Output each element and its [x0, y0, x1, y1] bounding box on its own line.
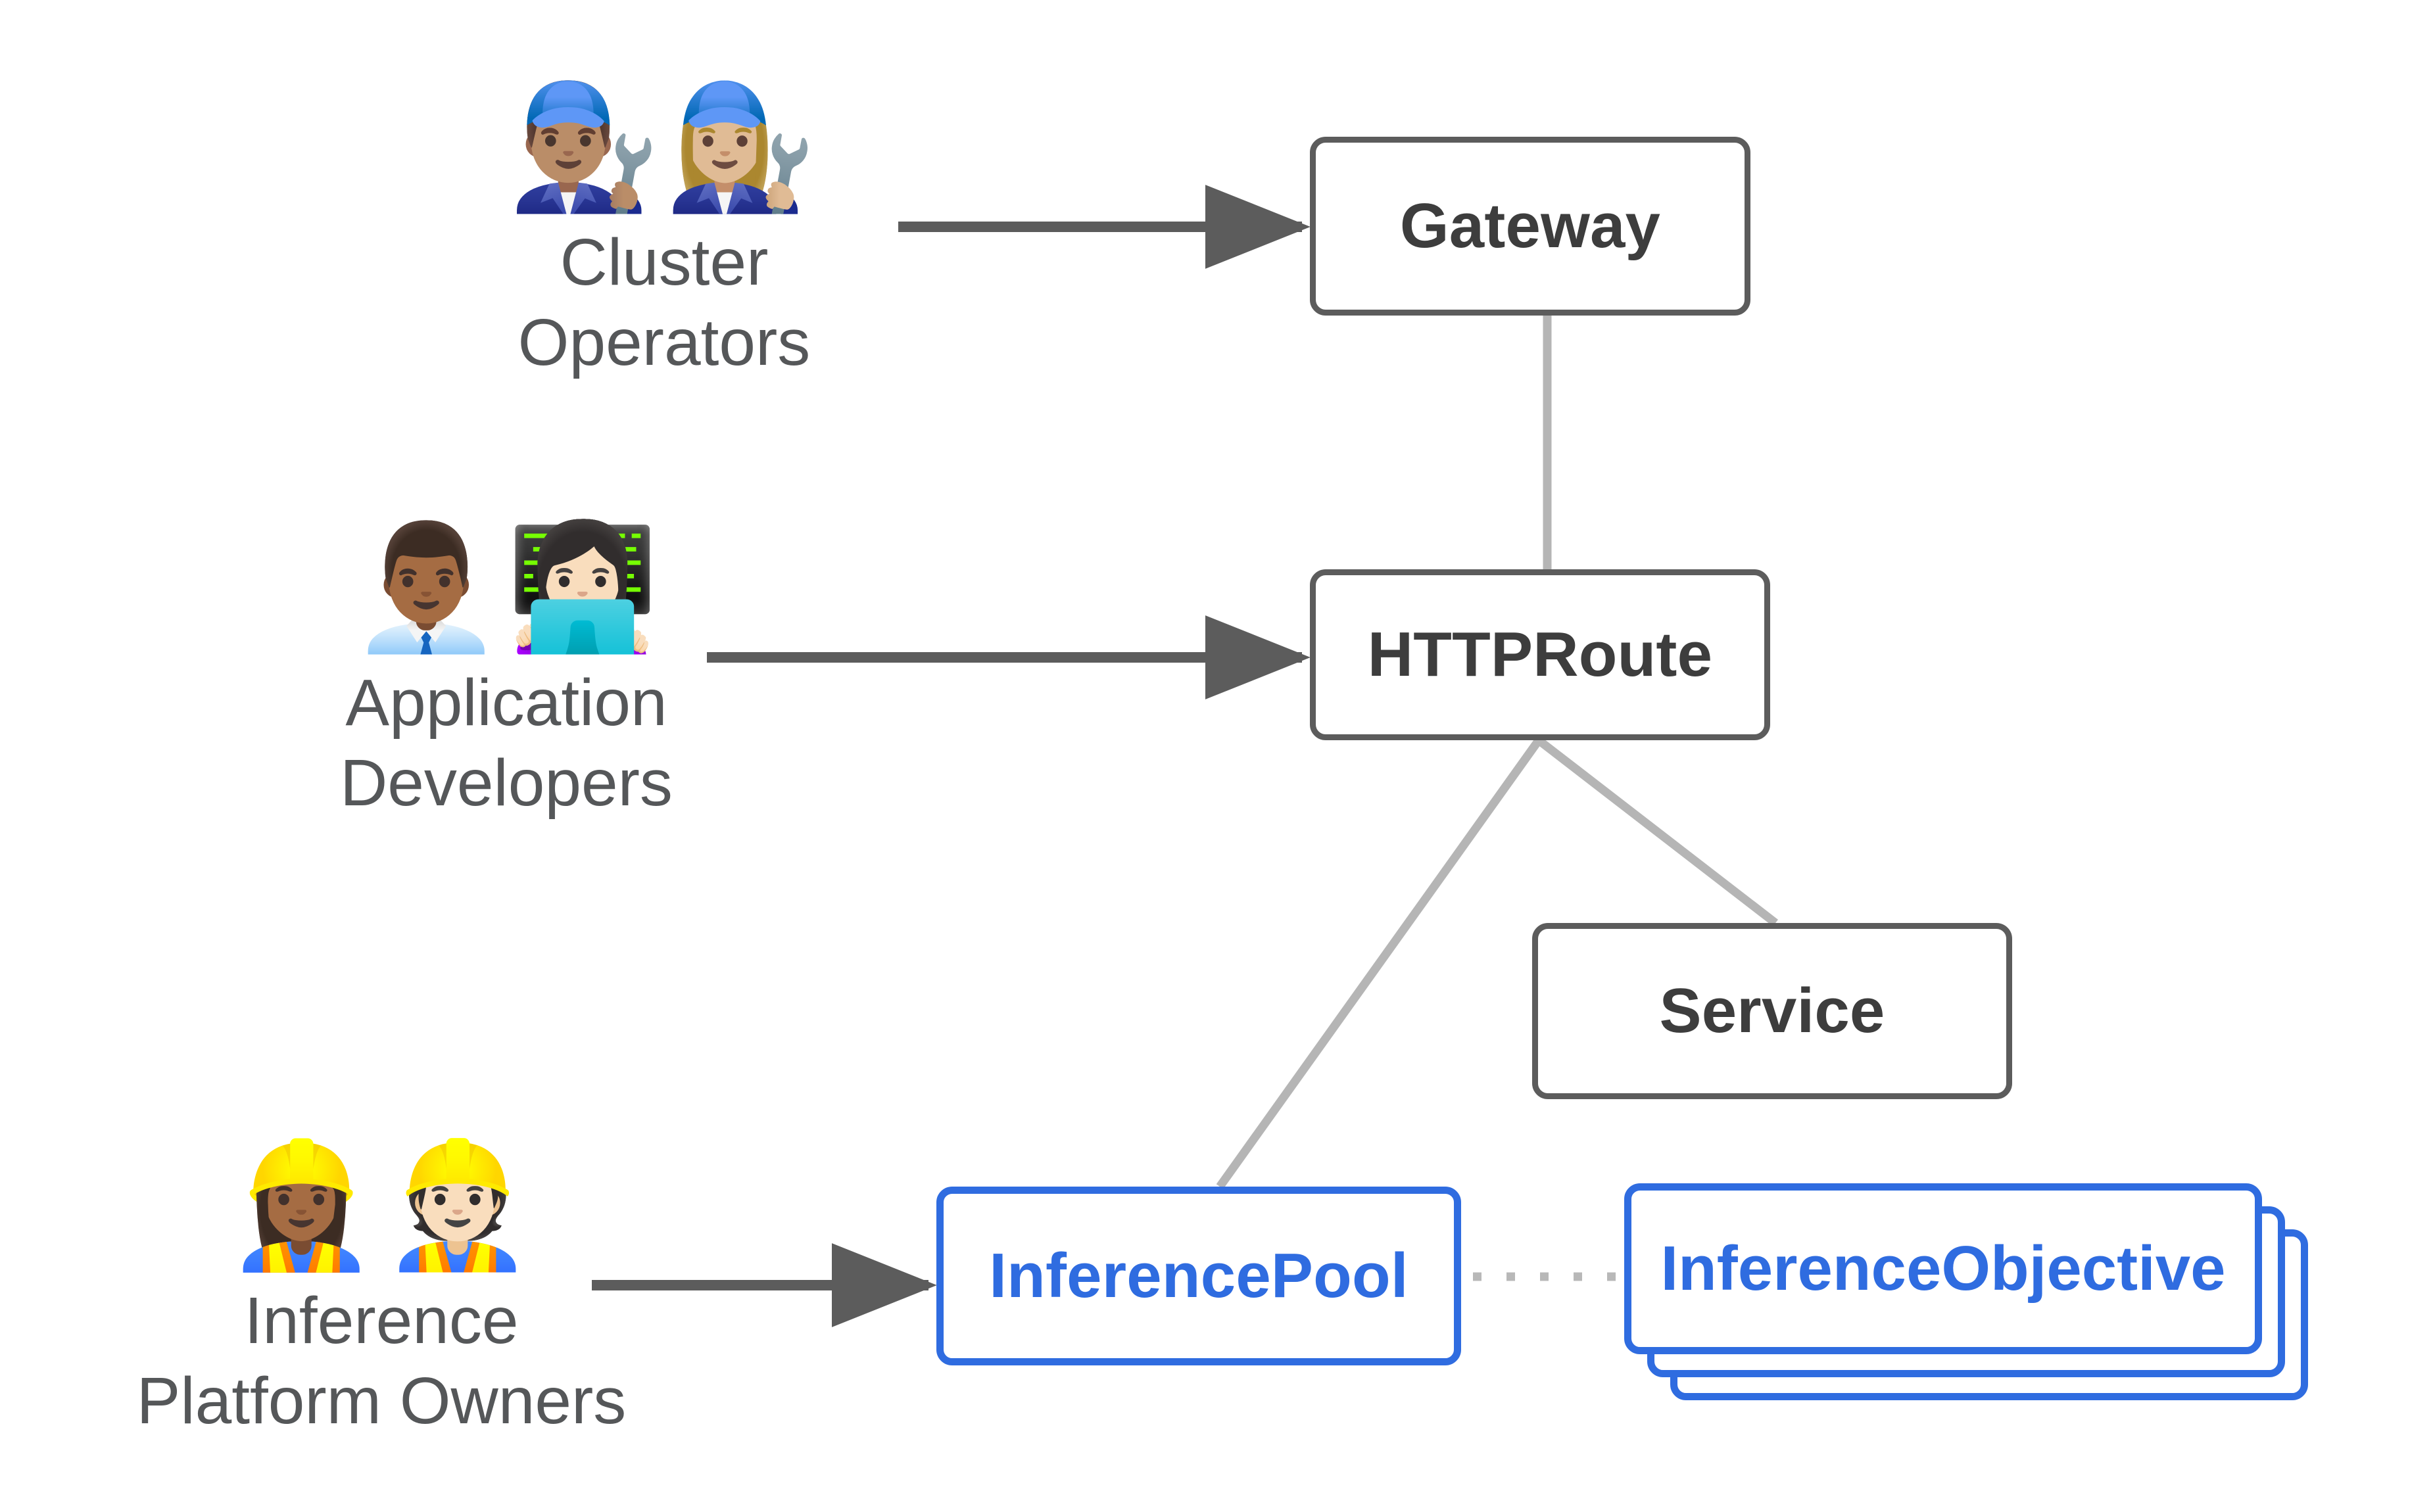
- node-inferenceobjective-stack[interactable]: InferenceObjective: [1624, 1183, 2354, 1400]
- node-gateway[interactable]: Gateway: [1310, 137, 1750, 316]
- persona-inference-platform-owners: 👷🏾‍♀️👷🏻 Inference Platform Owners: [118, 1144, 644, 1441]
- node-httproute-label: HTTPRoute: [1367, 619, 1713, 690]
- node-inferencepool-label: InferencePool: [989, 1240, 1409, 1311]
- edge-httproute-to-service: [1536, 736, 1778, 927]
- node-httproute[interactable]: HTTPRoute: [1310, 569, 1770, 740]
- inferenceobjective-card-front[interactable]: InferenceObjective: [1624, 1183, 2262, 1354]
- node-service[interactable]: Service: [1532, 923, 2012, 1099]
- inference-platform-owners-label: Inference Platform Owners: [136, 1284, 627, 1438]
- application-developers-label: Application Developers: [340, 666, 673, 820]
- node-gateway-label: Gateway: [1399, 191, 1661, 261]
- edge-httproute-to-inferencepool: [1216, 738, 1543, 1189]
- node-service-label: Service: [1659, 976, 1885, 1046]
- node-inferencepool[interactable]: InferencePool: [936, 1187, 1461, 1365]
- application-developers-emoji: 👨🏾‍💼👩🏻‍💻: [350, 515, 663, 658]
- node-inferenceobjective-label: InferenceObjective: [1660, 1233, 2226, 1304]
- cluster-operators-label: Cluster Operators: [518, 225, 811, 379]
- persona-cluster-operators: 👨🏽‍🔧👩🏼‍🔧 Cluster Operators: [460, 85, 868, 383]
- cluster-operators-emoji: 👨🏽‍🔧👩🏼‍🔧: [508, 75, 821, 218]
- persona-application-developers: 👨🏾‍💼👩🏻‍💻 Application Developers: [302, 526, 710, 823]
- inference-platform-owners-emoji: 👷🏾‍♀️👷🏻: [225, 1133, 538, 1276]
